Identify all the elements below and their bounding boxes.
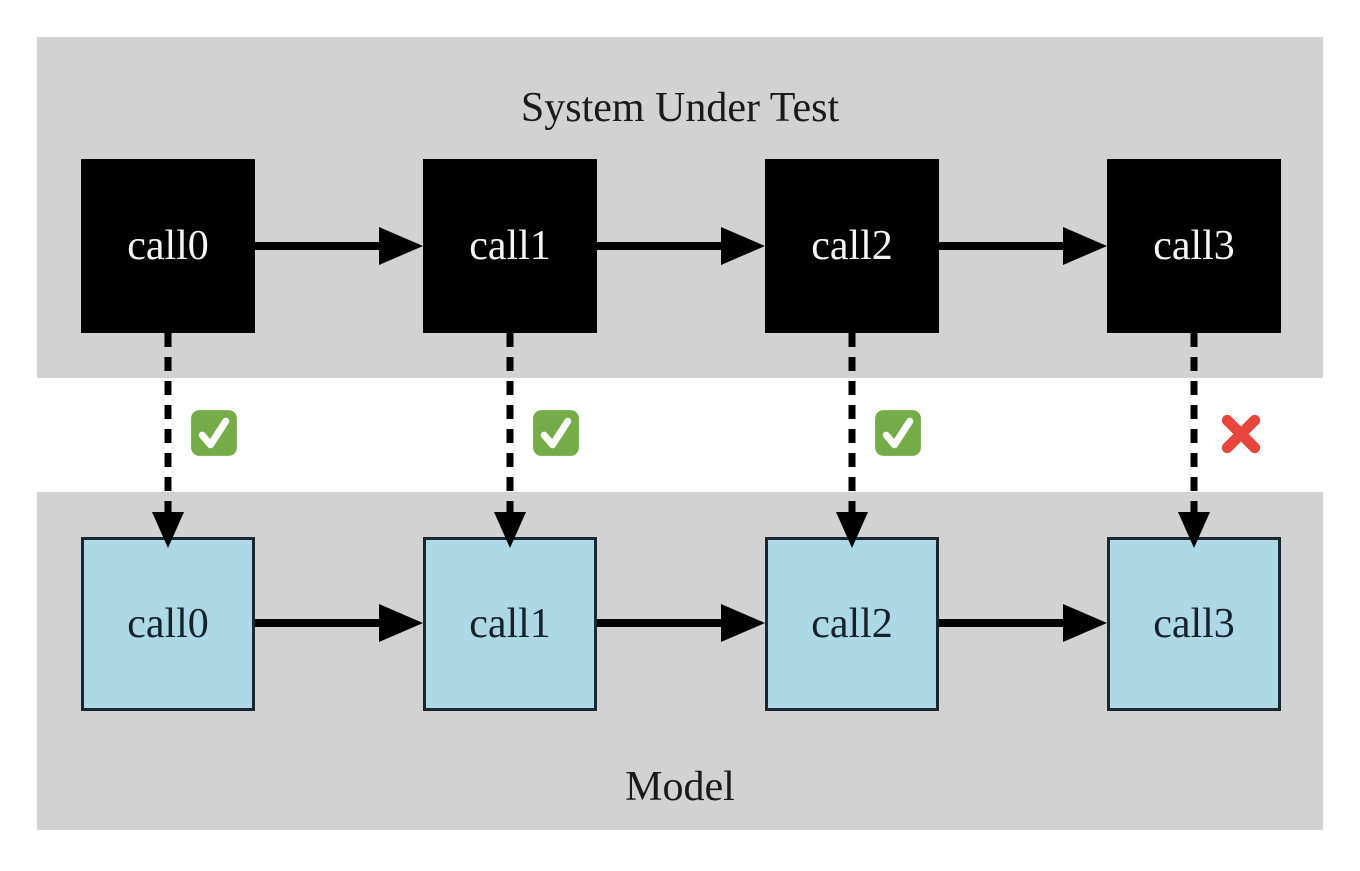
- model-node-call3: call3: [1107, 537, 1281, 711]
- sut-node-call1: call1: [423, 159, 597, 333]
- model-node-call0: call0: [81, 537, 255, 711]
- model-node-label: call3: [1153, 601, 1235, 647]
- sut-node-label: call1: [469, 223, 551, 269]
- sut-node-call3: call3: [1107, 159, 1281, 333]
- model-node-label: call1: [469, 601, 551, 647]
- sut-node-label: call2: [811, 223, 893, 269]
- cross-mark-icon: [1215, 408, 1267, 460]
- sut-node-call0: call0: [81, 159, 255, 333]
- sut-node-label: call3: [1153, 223, 1235, 269]
- check-mark-icon: [189, 408, 241, 460]
- sut-node-label: call0: [127, 223, 209, 269]
- model-band-title: Model: [625, 764, 735, 810]
- sut-band-title: System Under Test: [520, 85, 840, 131]
- model-node-call2: call2: [765, 537, 939, 711]
- sut-node-call2: call2: [765, 159, 939, 333]
- model-node-call1: call1: [423, 537, 597, 711]
- model-node-label: call2: [811, 601, 893, 647]
- model-node-label: call0: [127, 601, 209, 647]
- check-mark-icon: [531, 408, 583, 460]
- check-mark-icon: [873, 408, 925, 460]
